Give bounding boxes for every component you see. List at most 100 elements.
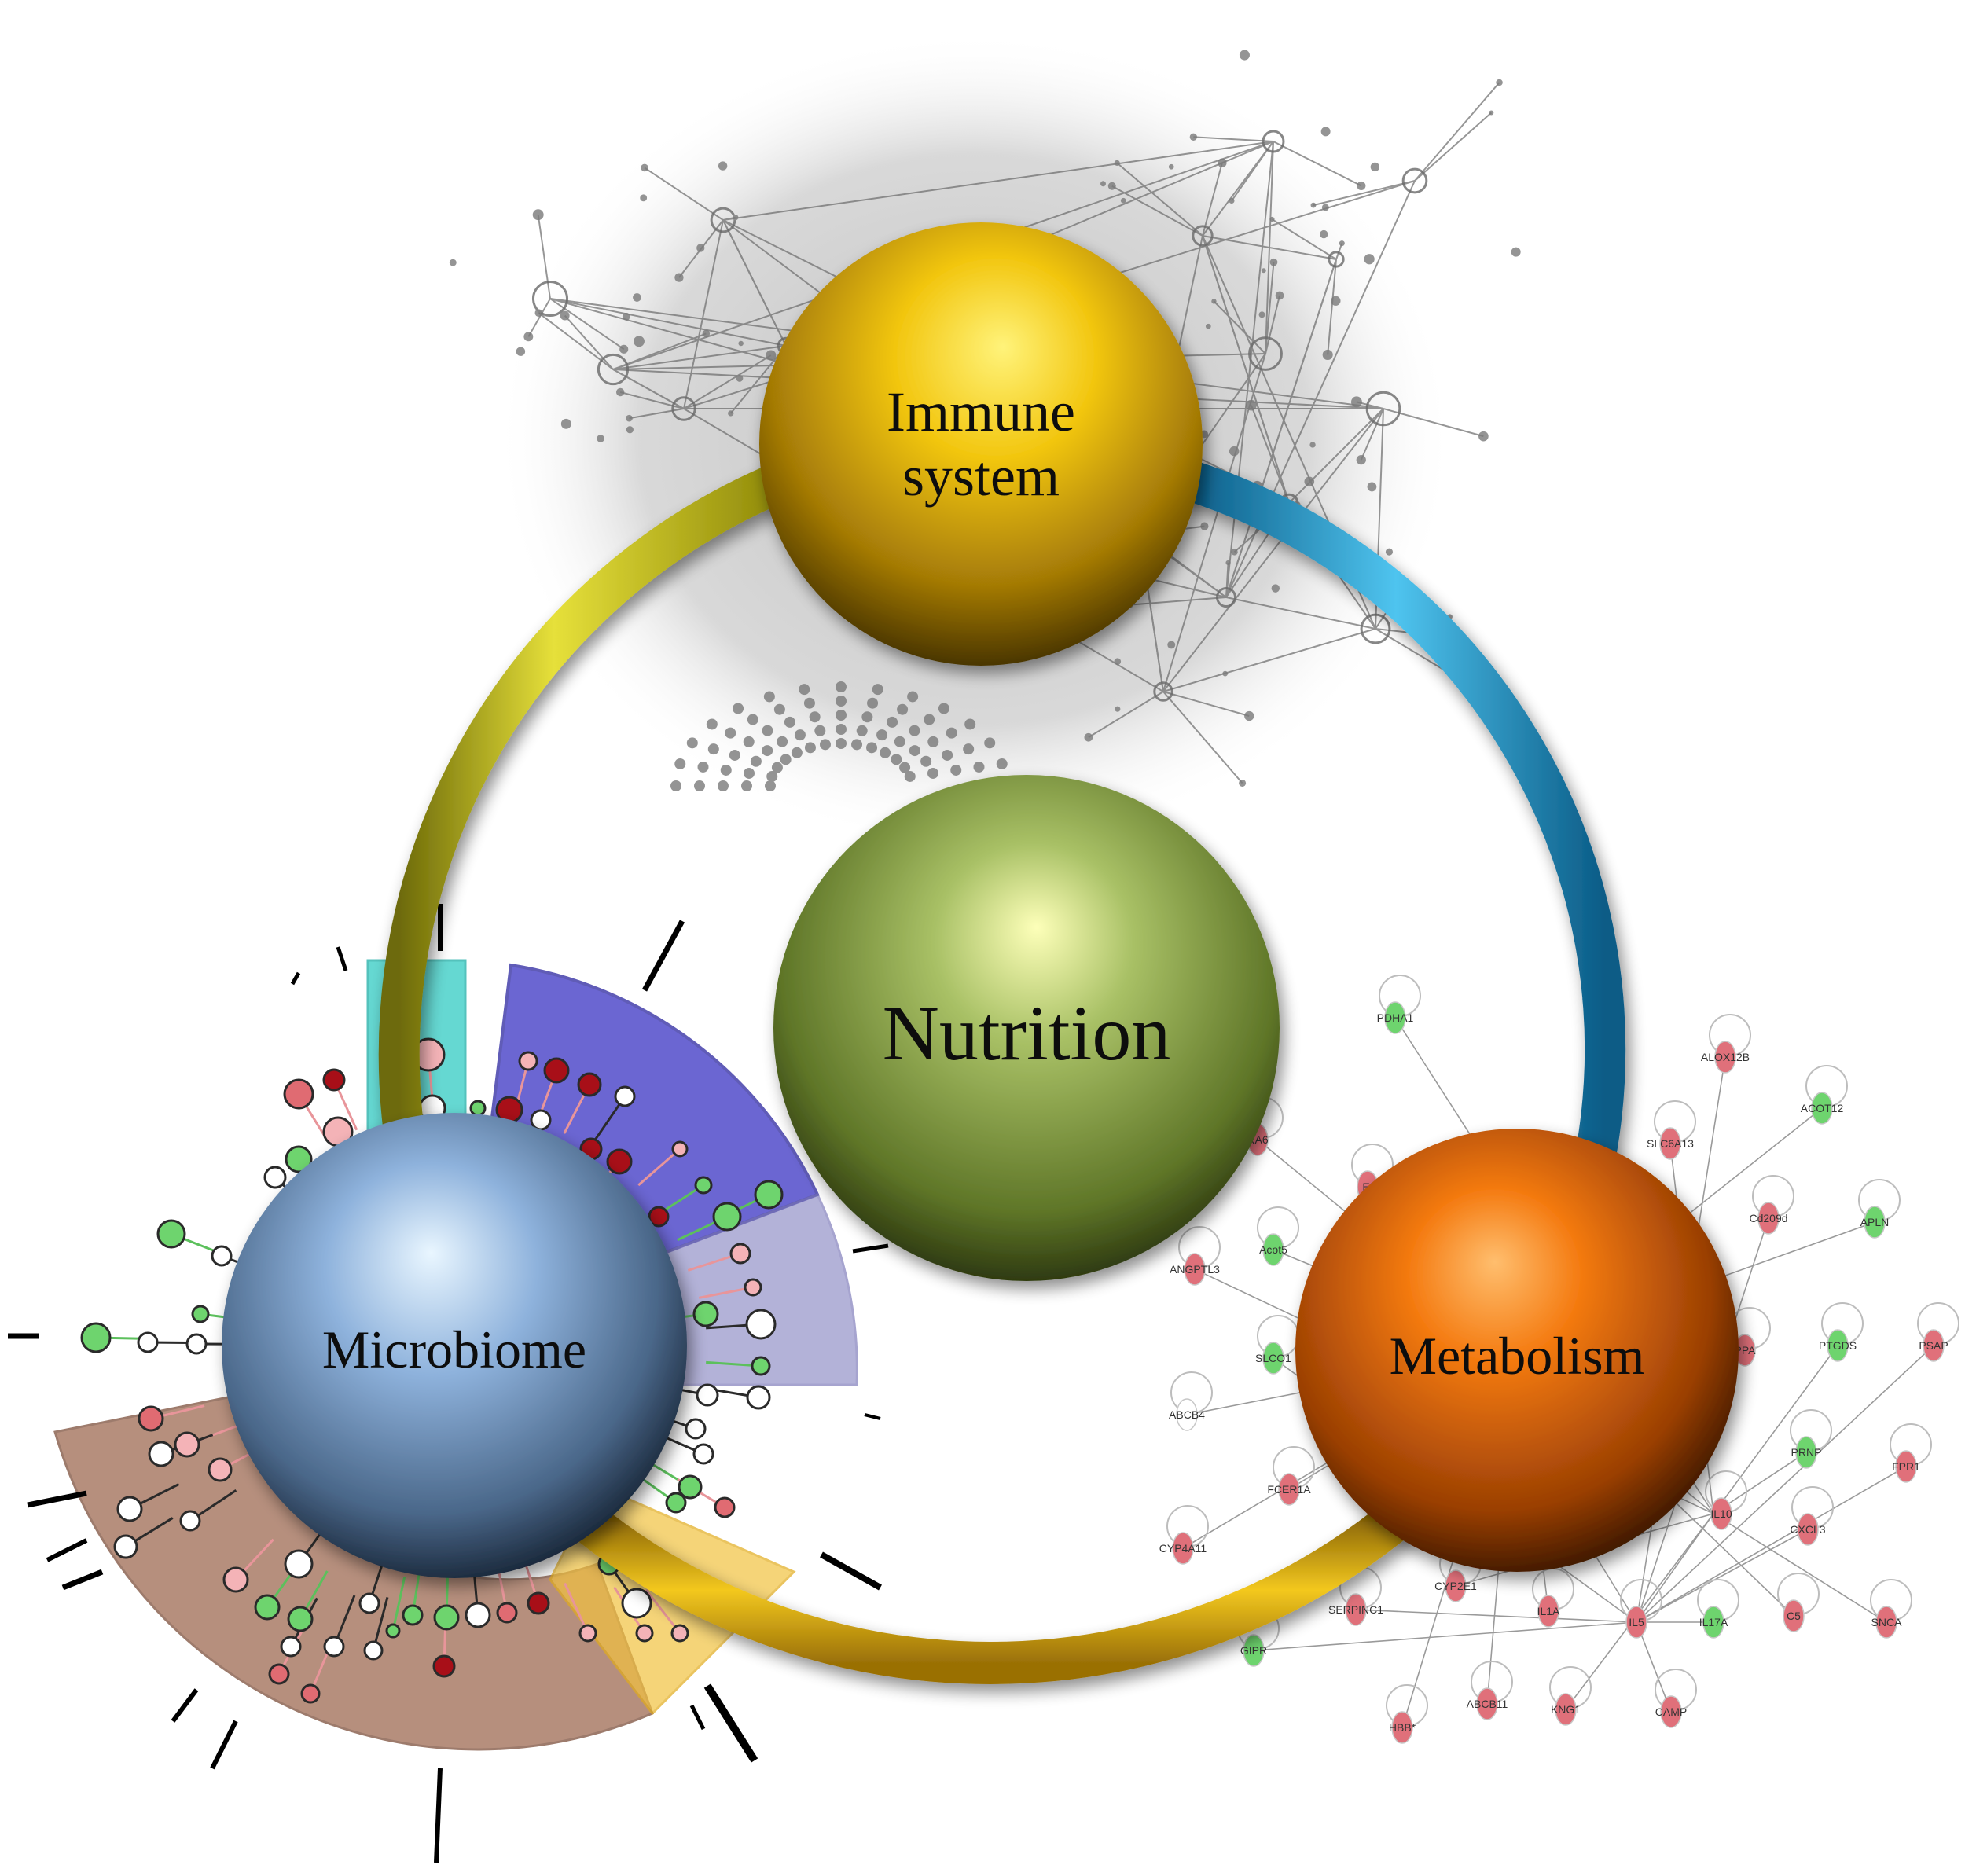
network-node (1271, 584, 1280, 593)
metabolism-sphere: Metabolism (1295, 1129, 1739, 1572)
tree-leaf-node (692, 1301, 719, 1327)
network-edge (1162, 691, 1243, 784)
network-node (1309, 442, 1316, 448)
gene-label: PPA (1735, 1344, 1757, 1357)
tree-leaf-node (712, 1202, 742, 1232)
tree-leaf-node (530, 1109, 552, 1131)
network-node (973, 761, 985, 773)
network-node (736, 375, 744, 382)
tree-leaf-node (208, 1457, 233, 1482)
network-node (856, 725, 868, 736)
gene-node: IL5 (1620, 1579, 1662, 1639)
tree-leaf-node (263, 1166, 287, 1189)
tree-leaf-node (745, 1309, 777, 1340)
network-hub (597, 353, 630, 386)
tree-leaf-node (211, 1245, 233, 1267)
gene-edge (1636, 1466, 1907, 1623)
network-node (899, 762, 911, 773)
network-node (1107, 182, 1116, 190)
tree-leaf-node (635, 1624, 654, 1643)
tree-branch (645, 1588, 681, 1634)
network-edge (683, 354, 772, 409)
tree-leaf-node (685, 1418, 707, 1440)
network-hub (1262, 130, 1285, 153)
network-node (866, 742, 878, 754)
network-node (706, 718, 718, 730)
network-node (1222, 670, 1229, 677)
network-node (702, 329, 711, 338)
network-node (1496, 79, 1503, 86)
network-node (674, 758, 686, 769)
gene-node: ANGPTL3 (1170, 1226, 1221, 1286)
tree-leaf-node (284, 1549, 314, 1579)
network-edge (1271, 218, 1337, 260)
immune-label-line1: Immune (887, 380, 1075, 443)
tree-leaf-node (222, 1566, 249, 1593)
network-edge (722, 219, 787, 347)
network-node (1229, 446, 1240, 457)
gene-label: PTGDS (1819, 1339, 1857, 1352)
gene-node: C5 (1777, 1573, 1820, 1632)
network-edge (1327, 259, 1337, 355)
gene-label: ANGPTL3 (1170, 1263, 1220, 1276)
network-hub (1401, 167, 1428, 194)
network-node (927, 736, 939, 747)
network-edge (1313, 180, 1416, 207)
tree-leaf-node (578, 1624, 597, 1643)
network-hub (671, 396, 696, 421)
gene-node: PSAP (1917, 1302, 1959, 1362)
gene-node: CXCL3 (1790, 1486, 1834, 1546)
tree-leaf-node (185, 1333, 208, 1355)
network-edge (527, 298, 551, 337)
network-node (1205, 323, 1211, 329)
network-node (1320, 229, 1328, 239)
tree-leaf-node (179, 1510, 201, 1532)
tree-tick (46, 1538, 88, 1562)
network-node (516, 347, 526, 356)
network-node (1200, 522, 1209, 530)
network-node (1229, 197, 1235, 204)
network-node (799, 684, 810, 696)
gene-label: FPR1 (1892, 1460, 1920, 1473)
gene-label: ABCB11 (1467, 1698, 1508, 1710)
network-node (707, 743, 719, 755)
tree-leaf-node (283, 1078, 314, 1110)
gene-node: APLN (1858, 1179, 1901, 1239)
tree-leaf-node (363, 1640, 384, 1661)
network-node (1168, 163, 1174, 170)
network-node (641, 163, 648, 172)
gene-node: KNG1 (1549, 1666, 1592, 1726)
network-node (909, 745, 920, 757)
gene-node: FPR1 (1890, 1423, 1932, 1483)
network-node (946, 727, 957, 739)
network-node (1261, 268, 1266, 274)
network-node (523, 332, 534, 342)
microbiome-sphere: Microbiome (222, 1113, 687, 1578)
tree-leaf-node (323, 1636, 345, 1658)
network-edge (1265, 295, 1281, 354)
gene-label: IL5 (1629, 1616, 1644, 1628)
network-node (1100, 181, 1106, 187)
gene-node: SLC6A13 (1647, 1100, 1696, 1160)
network-hub (1248, 336, 1283, 371)
network-node (532, 209, 544, 221)
network-edge (1288, 408, 1384, 504)
network-edge (1273, 141, 1362, 187)
gene-label: PRNP (1791, 1446, 1822, 1459)
network-node (1370, 162, 1380, 172)
network-hub (531, 280, 569, 318)
network-node (747, 714, 758, 725)
tree-leaf-node (714, 1496, 736, 1518)
tree-tick (852, 1243, 889, 1254)
tree-leaf-node (469, 1100, 487, 1117)
network-node (791, 747, 803, 758)
network-node (894, 736, 905, 747)
network-node (1211, 299, 1217, 304)
network-edge (1225, 259, 1337, 598)
tree-leaf-node (191, 1305, 210, 1323)
network-node (725, 727, 736, 739)
network-node (1189, 133, 1198, 141)
network-node (1385, 548, 1394, 556)
network-edge (1225, 597, 1376, 630)
